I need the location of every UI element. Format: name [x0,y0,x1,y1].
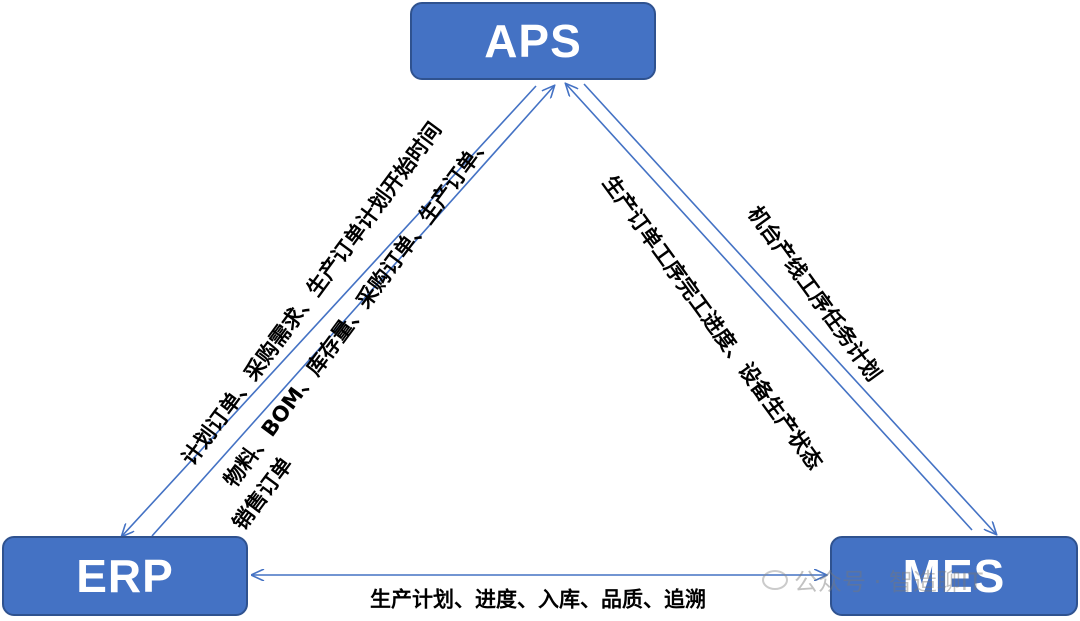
arrow-mes-to-aps [566,84,973,531]
erp-node: ERP [2,536,248,616]
mes-node: MES [830,536,1078,616]
arrow-erp-to-aps [151,86,554,537]
aps-node: APS [410,2,656,80]
watermark-text: 公众号 · 智造聊IT [794,568,983,596]
watermark: 公众号 · 智造聊IT [762,562,983,597]
wechat-icon [762,569,788,590]
edge-label-erp-mes: 生产计划、进度、入库、品质、追溯 [370,587,706,612]
arrow-aps-to-mes [583,83,996,534]
arrow-aps-to-erp [122,85,537,536]
